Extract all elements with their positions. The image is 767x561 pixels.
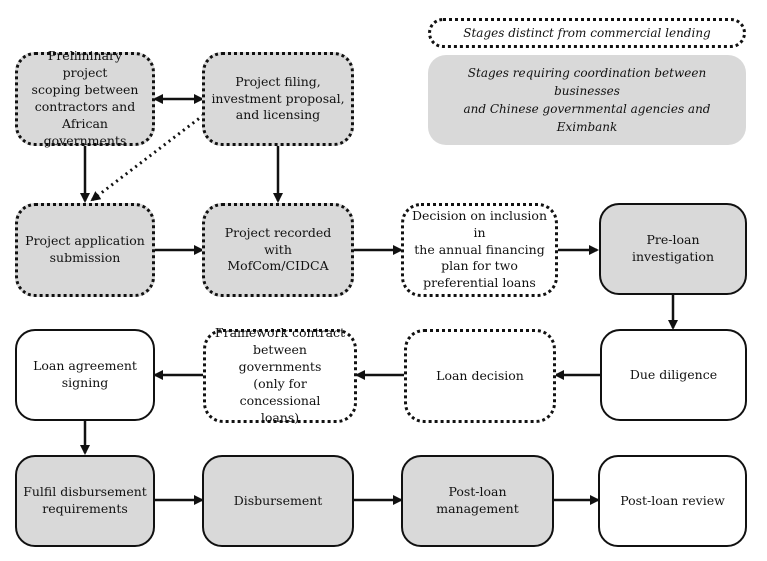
node-recorded-label: Project recorded with MofCom/CIDCA <box>224 224 332 274</box>
node-inclusion-label: Decision on inclusion in the annual fina… <box>411 207 548 291</box>
node-due: Due diligence <box>600 329 747 421</box>
node-application: Project application submission <box>15 203 155 297</box>
node-recorded: Project recorded with MofCom/CIDCA <box>202 203 354 297</box>
node-fulfil: Fulfil disbursement requirements <box>15 455 155 547</box>
node-decision-label: Loan decision <box>436 367 524 383</box>
legend-dotted-item: Stages distinct from commercial lending <box>428 18 746 48</box>
node-filing: Project filing, investment proposal, and… <box>202 52 354 146</box>
node-preloan: Pre-loan investigation <box>599 203 747 295</box>
legend-dotted-label: Stages distinct from commercial lending <box>463 26 711 40</box>
node-postmgmt: Post-loan management <box>401 455 554 547</box>
node-framework-label: Framework contract between governments (… <box>214 325 346 425</box>
node-signing: Loan agreement signing <box>15 329 155 421</box>
node-review: Post-loan review <box>598 455 747 547</box>
node-filing-label: Project filing, investment proposal, and… <box>211 73 345 123</box>
node-scoping: Preliminary project scoping between cont… <box>15 48 155 148</box>
arrow-filing-application-dotted <box>90 102 219 202</box>
legend-grey-label: Stages requiring coordination between bu… <box>463 66 711 134</box>
node-scoping-label: Preliminary project scoping between cont… <box>31 48 139 148</box>
node-fulfil-label: Fulfil disbursement requirements <box>23 484 147 516</box>
node-disbursement-label: Disbursement <box>233 492 323 508</box>
node-decision: Loan decision <box>404 329 556 423</box>
node-due-label: Due diligence <box>629 366 718 382</box>
node-disbursement: Disbursement <box>202 455 354 547</box>
node-postmgmt-label: Post-loan management <box>436 484 519 516</box>
node-inclusion: Decision on inclusion in the annual fina… <box>401 203 558 297</box>
node-application-label: Project application submission <box>25 233 145 265</box>
node-review-label: Post-loan review <box>620 492 725 508</box>
node-framework: Framework contract between governments (… <box>203 325 357 425</box>
node-signing-label: Loan agreement signing <box>33 358 137 390</box>
node-preloan-label: Pre-loan investigation <box>632 232 714 264</box>
legend-grey-item: Stages requiring coordination between bu… <box>428 55 746 145</box>
